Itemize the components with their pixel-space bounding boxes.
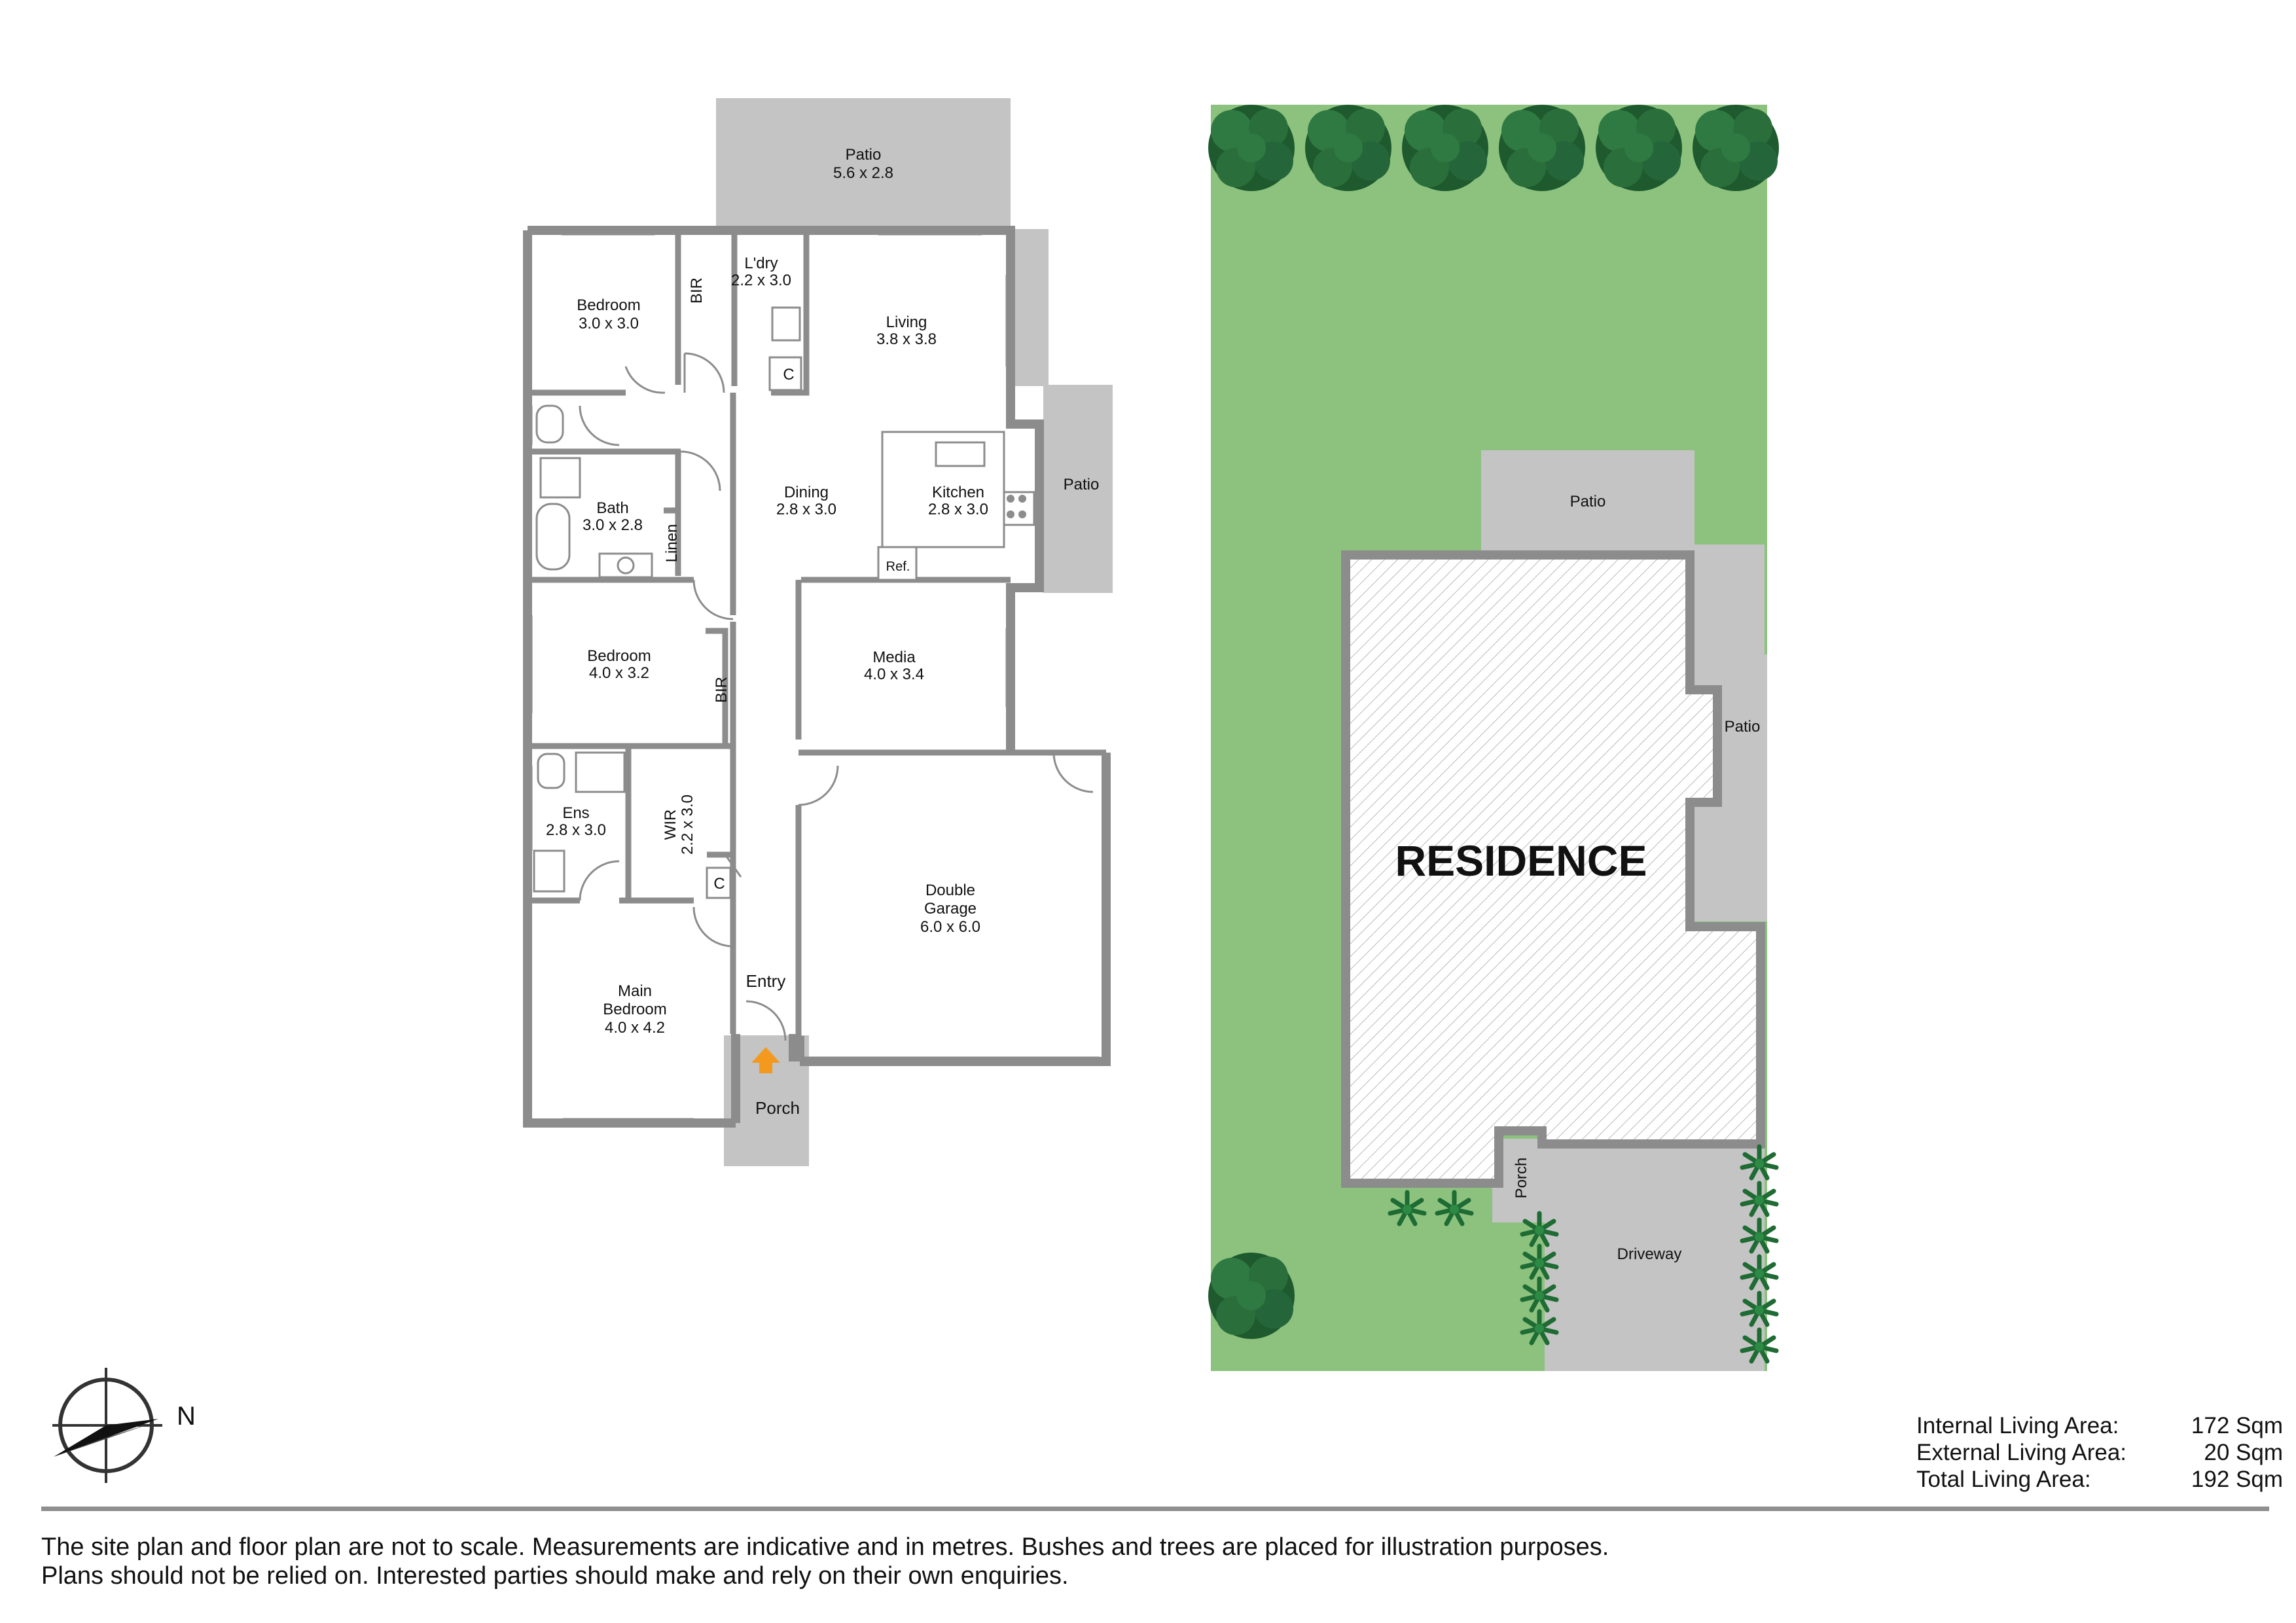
site-side-strip	[1765, 654, 1767, 921]
room-dims-bedroom-2: 4.0 x 3.2	[589, 664, 649, 682]
room-name-bir-2: BIR	[713, 677, 730, 703]
ens-toilet-icon	[537, 753, 565, 789]
site-patio-rear-label: Patio	[1570, 493, 1606, 510]
north-compass-icon	[52, 1368, 162, 1483]
site-plan	[1208, 105, 1779, 1371]
room-name-media: Media	[872, 649, 916, 666]
room-name-patio-side: Patio	[1064, 476, 1100, 493]
cooktop-icon	[1003, 491, 1035, 526]
room-name-bedroom-2: Bedroom	[587, 647, 651, 665]
divider	[41, 1507, 2269, 1511]
sink-icon	[935, 441, 986, 467]
disclaimer-line-2: Plans should not be relied on. Intereste…	[41, 1562, 1069, 1590]
room-name-kitchen: Kitchen	[932, 484, 984, 501]
room-dims-bath: 3.0 x 2.8	[583, 516, 643, 534]
site-patio-rear	[1481, 450, 1695, 555]
bathtub-icon	[535, 503, 571, 571]
area-row-internal: Internal Living Area: 172 Sqm	[1916, 1412, 2283, 1439]
site-driveway-label: Driveway	[1617, 1245, 1682, 1263]
shower-icon	[539, 457, 581, 499]
site-porch-label: Porch	[1513, 1158, 1530, 1199]
disclaimer: The site plan and floor plan are not to …	[41, 1533, 2201, 1590]
room-name-porch: Porch	[755, 1098, 800, 1118]
area-row-total: Total Living Area: 192 Sqm	[1916, 1466, 2283, 1493]
patio-side-area-2	[1043, 385, 1113, 593]
room-name-bir-1: BIR	[688, 277, 706, 304]
basin-icon	[617, 556, 635, 575]
room-name-main-bedroom-1: Main	[618, 982, 652, 1000]
room-dims-laundry: 2.2 x 3.0	[731, 272, 791, 289]
toilet-icon	[535, 404, 564, 444]
room-name-cupboard-2: C	[713, 875, 725, 893]
room-name-ensuite: Ens	[562, 804, 589, 822]
area-label: Total Living Area:	[1916, 1467, 2091, 1492]
room-dims-living: 3.8 x 3.8	[876, 330, 937, 348]
room-dims-bedroom-1: 3.0 x 3.0	[579, 315, 639, 332]
room-name-cupboard-1: C	[783, 366, 794, 383]
room-name-garage-2: Garage	[924, 900, 977, 918]
room-dims-garage: 6.0 x 6.0	[920, 918, 980, 936]
ens-basin-icon	[533, 849, 565, 893]
area-summary: Internal Living Area: 172 Sqm External L…	[1916, 1412, 2283, 1493]
room-name-bath: Bath	[596, 499, 628, 517]
patio-side-area	[1012, 229, 1049, 386]
room-name-garage-1: Double	[925, 882, 975, 899]
area-value: 20 Sqm	[2204, 1440, 2283, 1465]
room-dims-kitchen: 2.8 x 3.0	[928, 501, 988, 518]
compass-north-label: N	[177, 1402, 196, 1431]
site-patio-side-label: Patio	[1725, 718, 1761, 736]
room-name-living: Living	[886, 313, 927, 331]
site-driveway	[1545, 1144, 1765, 1371]
area-row-external: External Living Area: 20 Sqm	[1916, 1439, 2283, 1466]
room-name-patio-top: Patio	[846, 146, 882, 164]
floor-plan	[523, 98, 1113, 1166]
patio-top-area	[716, 98, 1011, 228]
room-name-laundry: L'dry	[744, 255, 778, 272]
room-name-ref: Ref.	[886, 560, 910, 574]
room-dims-dining: 2.8 x 3.0	[776, 501, 836, 518]
room-dims-ensuite: 2.8 x 3.0	[546, 821, 606, 839]
room-name-main-bedroom-2: Bedroom	[603, 1001, 666, 1018]
cupboard-box-2	[706, 866, 732, 899]
room-name-dining: Dining	[784, 484, 829, 501]
area-label: External Living Area:	[1916, 1440, 2127, 1465]
room-name-entry: Entry	[746, 971, 786, 991]
room-dims-media: 4.0 x 3.4	[864, 666, 924, 683]
disclaimer-line-1: The site plan and floor plan are not to …	[41, 1533, 1609, 1561]
entry-arrow-icon	[751, 1047, 780, 1073]
ens-shower-icon	[575, 751, 626, 793]
area-value: 192 Sqm	[2191, 1467, 2283, 1492]
area-label: Internal Living Area:	[1916, 1413, 2119, 1438]
room-dims-wir: 2.2 x 3.0	[679, 794, 696, 855]
room-dims-patio-top: 5.6 x 2.8	[833, 164, 893, 182]
laundry-tub-icon	[771, 306, 801, 342]
fridge-box	[877, 546, 918, 581]
site-residence-label: RESIDENCE	[1395, 836, 1647, 885]
room-dims-main-bedroom: 4.0 x 4.2	[605, 1019, 665, 1037]
cupboard-box-1	[768, 356, 802, 391]
residence-footprint	[1341, 550, 1765, 1188]
area-value: 172 Sqm	[2191, 1413, 2283, 1438]
room-name-bedroom-1: Bedroom	[577, 296, 640, 314]
room-name-wir: WIR	[662, 810, 679, 840]
room-name-linen: Linen	[663, 524, 681, 563]
